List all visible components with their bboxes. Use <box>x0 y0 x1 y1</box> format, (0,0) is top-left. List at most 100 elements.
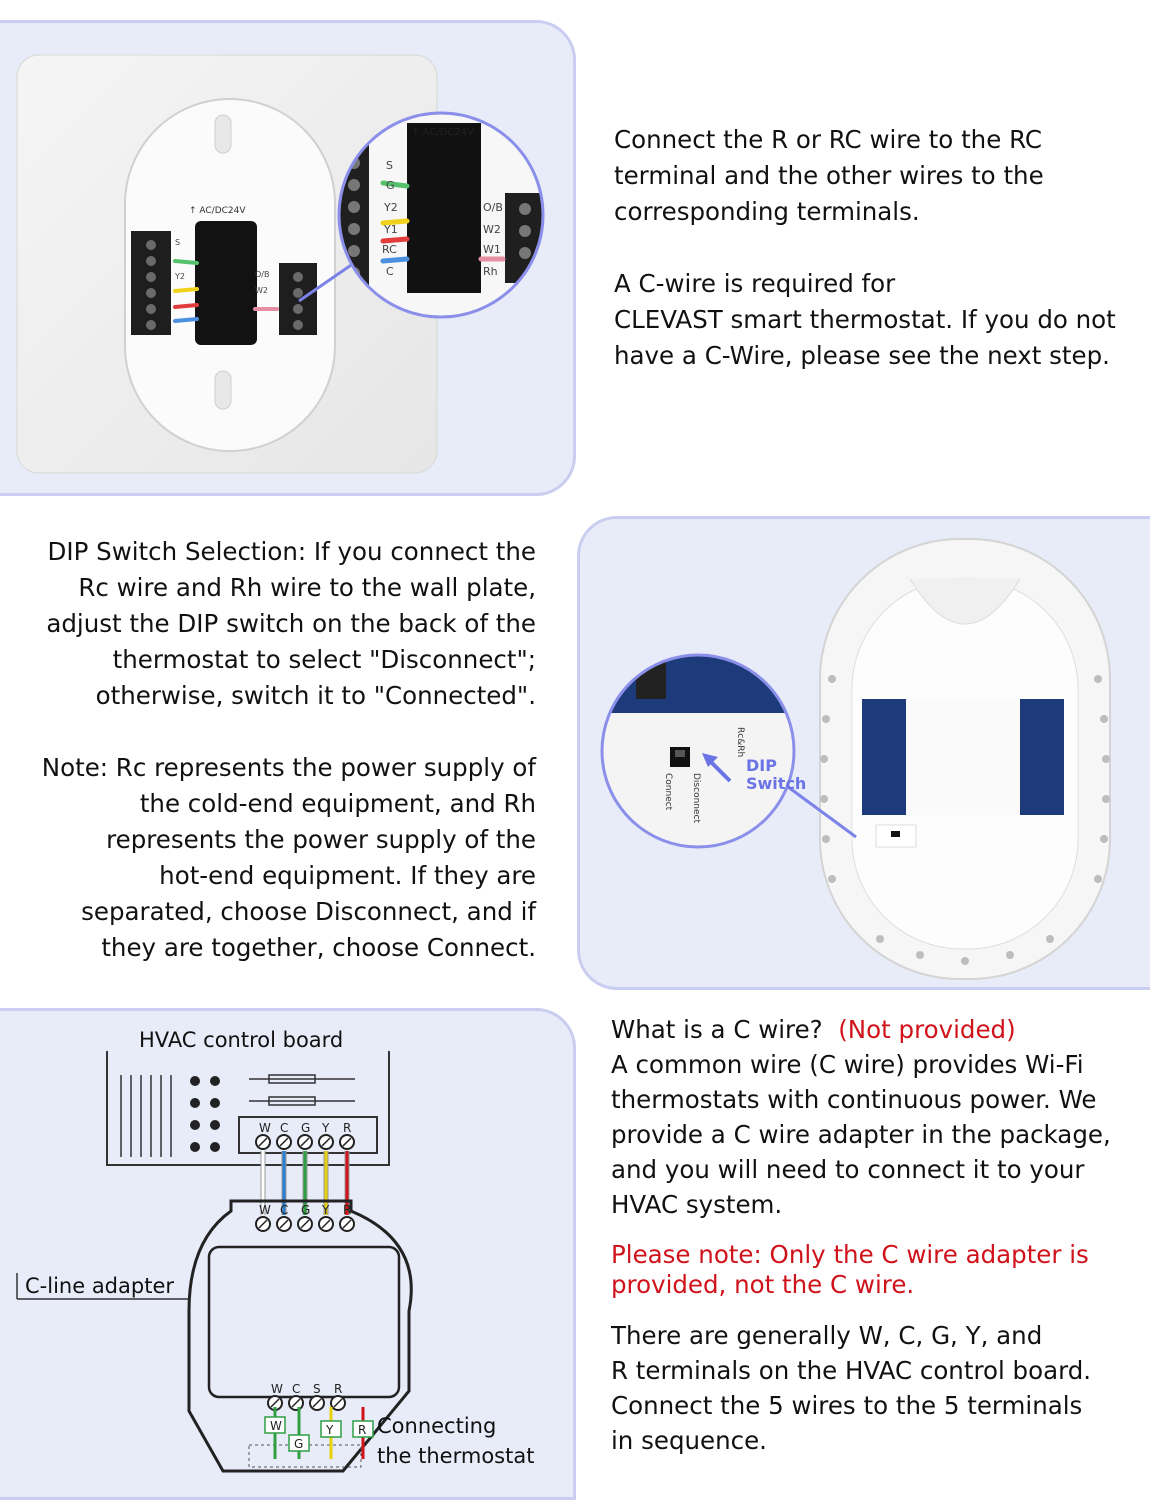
thermo-tag-label-g: G <box>294 1437 303 1451</box>
adapter-terminal-slot-y <box>321 1219 331 1229</box>
step3-line: and you will need to connect it to your <box>611 1155 1085 1184</box>
step3-line: A common wire (C wire) provides Wi-Fi <box>611 1050 1084 1079</box>
top-terminal-slot-y <box>321 1137 331 1147</box>
zoom-label-right-4: Rh <box>483 265 498 278</box>
step1-line: CLEVAST smart thermostat. If you do not <box>614 305 1116 334</box>
adapter-out-terminal-slot-w <box>270 1398 280 1408</box>
zoom-label-left-3: Y2 <box>383 201 398 214</box>
circuit-board-left <box>862 699 906 815</box>
thermo-tag-w <box>264 1416 286 1434</box>
step3-line: HVAC system. <box>611 1190 783 1219</box>
step2-line: adjust the DIP switch on the back of the <box>46 609 536 638</box>
board-bars <box>120 1075 172 1157</box>
wall-plate-panel: ↑ AC/DC24V S Y2 O/B W2 <box>0 20 576 496</box>
circuit-board-right <box>1020 699 1064 815</box>
connecting-label-2: the thermostat <box>377 1444 534 1468</box>
step2-line: Rc wire and Rh wire to the wall plate, <box>78 573 536 602</box>
adapter-terminal-slot-g <box>300 1219 310 1229</box>
adapter-terminal-label-w: W <box>259 1203 271 1217</box>
board-label: HVAC control board <box>139 1028 343 1052</box>
adapter-out-terminal-slot-c <box>291 1398 301 1408</box>
dip-label-connect: Connect <box>663 773 673 811</box>
zoom-label-left-5: RC <box>382 243 397 256</box>
adapter-terminal-label-g: G <box>301 1203 310 1217</box>
zoom-label-left-4: Y1 <box>383 223 398 236</box>
top-terminal-strip <box>238 1116 378 1154</box>
step2-line: separated, choose Disconnect, and if <box>81 897 536 926</box>
top-terminal-label-g: G <box>301 1121 310 1135</box>
adapter-outline <box>187 1199 413 1473</box>
step3-text: What is a C wire? (Not provided) A commo… <box>611 1012 1141 1458</box>
adapter-terminal-slot-c <box>279 1219 289 1229</box>
wall-plate-illustration: ↑ AC/DC24V S Y2 O/B W2 <box>16 54 545 474</box>
step1-line: terminal and the other wires to the <box>614 161 1044 190</box>
step3-line: thermostats with continuous power. We <box>611 1085 1097 1114</box>
edge-holes <box>820 675 1110 965</box>
adapter-window <box>207 1245 401 1399</box>
plate-label-left-3: Y2 <box>174 272 185 281</box>
dip-label-rcrh: Rc&Rh <box>735 727 745 757</box>
dip-label-disconnect: Disconnect <box>691 773 701 823</box>
thermo-tag-label-r: R <box>358 1423 366 1437</box>
dip-zoom-border <box>600 653 796 849</box>
step2-line: represents the power supply of the <box>106 825 536 854</box>
step1-line: Connect the R or RC wire to the RC <box>614 125 1042 154</box>
dip-switch-panel: DIP Switch Rc&Rh Disconnect Connect <box>577 516 1150 990</box>
top-terminal-label-y: Y <box>321 1121 330 1135</box>
dip-callout-2: Switch <box>746 774 806 793</box>
step1-line: A C-wire is required for <box>614 269 896 298</box>
zoom-label-left-2: G <box>386 179 395 192</box>
dip-switch-small <box>891 831 900 837</box>
plate-power-label: ↑ AC/DC24V <box>189 206 246 216</box>
adapter-out-terminal-label-w: W <box>271 1382 283 1396</box>
plate-label-left-1: S <box>175 238 180 247</box>
adapter-out-terminal-label-r: R <box>334 1382 342 1396</box>
thermo-tag-r <box>352 1420 374 1438</box>
plate-label-right-2: W2 <box>255 286 268 295</box>
step2-line: Note: Rc represents the power supply of <box>41 753 536 782</box>
zoom-label-right-2: W2 <box>483 223 501 236</box>
adapter-terminal-label-c: C <box>280 1203 288 1217</box>
c-wire-question: What is a C wire? <box>611 1015 823 1044</box>
adapter-terminal-label-r: R <box>343 1203 351 1217</box>
top-terminal-label-w: W <box>259 1121 271 1135</box>
top-terminal-slot-r <box>342 1137 352 1147</box>
thermo-tag-label-y: Y <box>325 1423 334 1437</box>
step2-line: they are together, choose Connect. <box>101 933 536 962</box>
plate-label-right-1: O/B <box>255 270 269 279</box>
step3-line: provide a C wire adapter in the package, <box>611 1120 1111 1149</box>
note-line: provided, not the C wire. <box>611 1270 915 1299</box>
zoom-label-right-3: W1 <box>483 243 501 256</box>
dip-arrow-head <box>702 753 718 767</box>
step2-line: thermostat to select "Disconnect"; <box>112 645 536 674</box>
zoom-label-left-1: S <box>386 159 393 172</box>
step2-text: DIP Switch Selection: If you connect the… <box>20 534 536 966</box>
step2-line: DIP Switch Selection: If you connect the <box>47 537 537 566</box>
thermo-tag-g <box>288 1434 310 1452</box>
step1-line: have a C-Wire, please see the next step. <box>614 341 1110 370</box>
top-terminal-label-c: C <box>280 1121 288 1135</box>
board-resistors <box>249 1074 355 1106</box>
step3-line: Connect the 5 wires to the 5 terminals <box>611 1391 1083 1420</box>
step3-line: R terminals on the HVAC control board. <box>611 1356 1092 1385</box>
top-terminal-slot-c <box>279 1137 289 1147</box>
zoom-power-label: ↑ AC/DC24V <box>411 127 474 138</box>
top-terminal-slot-g <box>300 1137 310 1147</box>
zoom-circle-border <box>337 111 545 319</box>
thermo-tag-y <box>320 1420 342 1438</box>
adapter-out-terminal-slot-r <box>333 1398 343 1408</box>
step2-line: otherwise, switch it to "Connected". <box>95 681 536 710</box>
adapter-out-terminal-slot-s <box>312 1398 322 1408</box>
board-center <box>906 699 1020 815</box>
not-provided-label: (Not provided) <box>838 1015 1016 1044</box>
dip-callout: DIP <box>746 756 777 775</box>
top-terminal-slot-w <box>258 1137 268 1147</box>
step1-line: corresponding terminals. <box>614 197 920 226</box>
adapter-out-terminal-label-s: S <box>313 1382 321 1396</box>
step2-line: the cold-end equipment, and Rh <box>139 789 536 818</box>
step3-line: in sequence. <box>611 1426 767 1455</box>
zoom-pointer <box>298 259 358 303</box>
top-notch <box>909 578 1021 625</box>
